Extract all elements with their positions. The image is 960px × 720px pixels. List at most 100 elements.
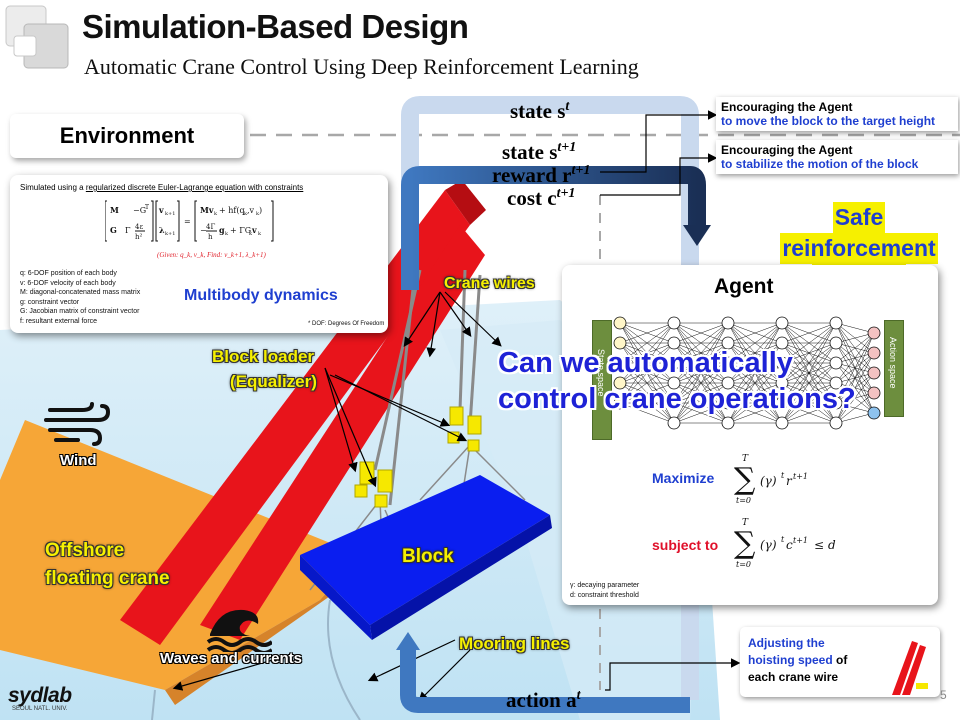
header-logo-icon — [5, 5, 69, 69]
block-label: Block — [402, 546, 454, 567]
svg-text:v: v — [251, 225, 257, 235]
legend-item: v: 6-DOF velocity of each body — [20, 279, 116, 287]
flow-reward-arrow — [401, 166, 706, 290]
nn-node — [829, 336, 843, 350]
nn-edge — [619, 322, 675, 344]
nn-edge — [727, 342, 783, 424]
svg-text:∑: ∑ — [734, 462, 756, 497]
nn-edge — [781, 382, 837, 424]
svg-text:t+1: t+1 — [793, 536, 808, 545]
wind-icon — [42, 400, 112, 450]
svg-text:+ hf(q: + hf(q — [219, 206, 245, 215]
callout-stabilize: Encouraging the Agent to stabilize the m… — [716, 140, 958, 174]
nn-edge — [619, 322, 675, 364]
subject-to-label: subject to — [652, 537, 719, 553]
nn-edge — [835, 322, 875, 334]
nn-node — [867, 346, 881, 360]
nn-edge — [673, 342, 729, 424]
svg-text:h: h — [208, 233, 213, 241]
offshore-label: Offshore — [45, 540, 125, 561]
objective-formula: T ∑ t=0 (γ) t r t+1 — [734, 454, 808, 505]
block-loader-label: Block loader — [212, 347, 315, 366]
cost-label: cost ct+1 — [507, 186, 576, 210]
nn-edge — [619, 402, 675, 424]
nn-edge — [619, 382, 675, 404]
svg-text:v: v — [158, 205, 164, 215]
lab-logo-subtitle: SEOUL NATL. UNIV. — [12, 706, 68, 712]
nn-node — [829, 396, 843, 410]
nn-edge — [835, 372, 875, 424]
nn-edge — [835, 332, 875, 384]
nn-edge — [727, 382, 783, 424]
nn-edge — [619, 342, 675, 404]
svg-text:−: − — [200, 226, 207, 235]
nn-edge — [781, 322, 837, 404]
nn-edge — [727, 362, 783, 424]
svg-text:k+1: k+1 — [165, 211, 175, 217]
nn-edge — [727, 322, 783, 364]
nn-node — [775, 336, 789, 350]
svg-text:c: c — [786, 538, 793, 552]
nn-node — [667, 396, 681, 410]
svg-text:k: k — [258, 231, 262, 237]
callout-target-height: Encouraging the Agent to move the block … — [716, 97, 958, 131]
nn-edge — [781, 322, 837, 364]
svg-text:k: k — [256, 211, 260, 217]
given-find-note: (Given: q_k, v_k, Find: v_k+1, λ_k+1) — [157, 251, 266, 259]
question-overlay: Can we automatically control crane opera… — [498, 347, 856, 415]
action-space-bar: Action space — [884, 320, 904, 417]
crane-boom-right — [200, 225, 485, 640]
nn-node — [667, 416, 681, 430]
nn-edge — [673, 322, 729, 344]
nn-node — [829, 356, 843, 370]
svg-text:k: k — [225, 231, 229, 237]
nn-edge — [781, 322, 837, 384]
callout-hoisting-speed: Adjusting the hoisting speed of each cra… — [740, 627, 940, 697]
svg-text:T: T — [145, 204, 149, 211]
nn-edge — [781, 322, 837, 424]
nn-edge — [835, 352, 875, 424]
page-subtitle: Automatic Crane Control Using Deep Reinf… — [84, 54, 639, 79]
nn-node — [613, 396, 627, 410]
svg-text:,v: ,v — [247, 206, 255, 215]
nn-edge — [781, 342, 837, 424]
nn-node — [867, 406, 881, 420]
svg-text:=: = — [184, 217, 191, 226]
simulation-note: Simulated using a regularized discrete E… — [20, 183, 304, 192]
legend-item: G: Jacobian matrix of constraint vector — [20, 308, 140, 315]
nn-edge — [835, 392, 875, 424]
nn-node — [721, 396, 735, 410]
svg-text:r: r — [786, 474, 793, 488]
svg-text:∑: ∑ — [734, 526, 756, 561]
svg-text:Mv: Mv — [200, 205, 214, 215]
legend-item: g: constraint vector — [20, 298, 80, 306]
nn-edge — [781, 362, 837, 424]
lab-logo: sydlab — [8, 684, 72, 707]
nn-edge — [619, 362, 675, 404]
nn-node — [613, 356, 627, 370]
nn-edge — [673, 362, 729, 424]
page-title: Simulation-Based Design — [82, 8, 469, 45]
svg-text:λ: λ — [159, 225, 165, 235]
nn-node — [775, 376, 789, 390]
nn-node — [667, 316, 681, 330]
svg-text:−G: −G — [133, 206, 146, 215]
nn-edge — [619, 322, 675, 384]
nn-edge — [673, 322, 729, 404]
multibody-label: Multibody dynamics — [184, 287, 338, 304]
nn-edge — [835, 332, 875, 424]
nn-node — [829, 316, 843, 330]
nn-node — [667, 356, 681, 370]
nn-edge — [727, 322, 783, 384]
state-space-bar: State space — [592, 320, 612, 440]
nn-node — [721, 316, 735, 330]
nn-node — [829, 416, 843, 430]
nn-node — [867, 366, 881, 380]
nn-edge — [727, 322, 783, 344]
svg-text:G: G — [110, 225, 117, 235]
agent-title: Agent — [714, 275, 774, 298]
nn-edge — [835, 332, 875, 344]
crane-wires-label: Crane wires — [444, 275, 535, 292]
